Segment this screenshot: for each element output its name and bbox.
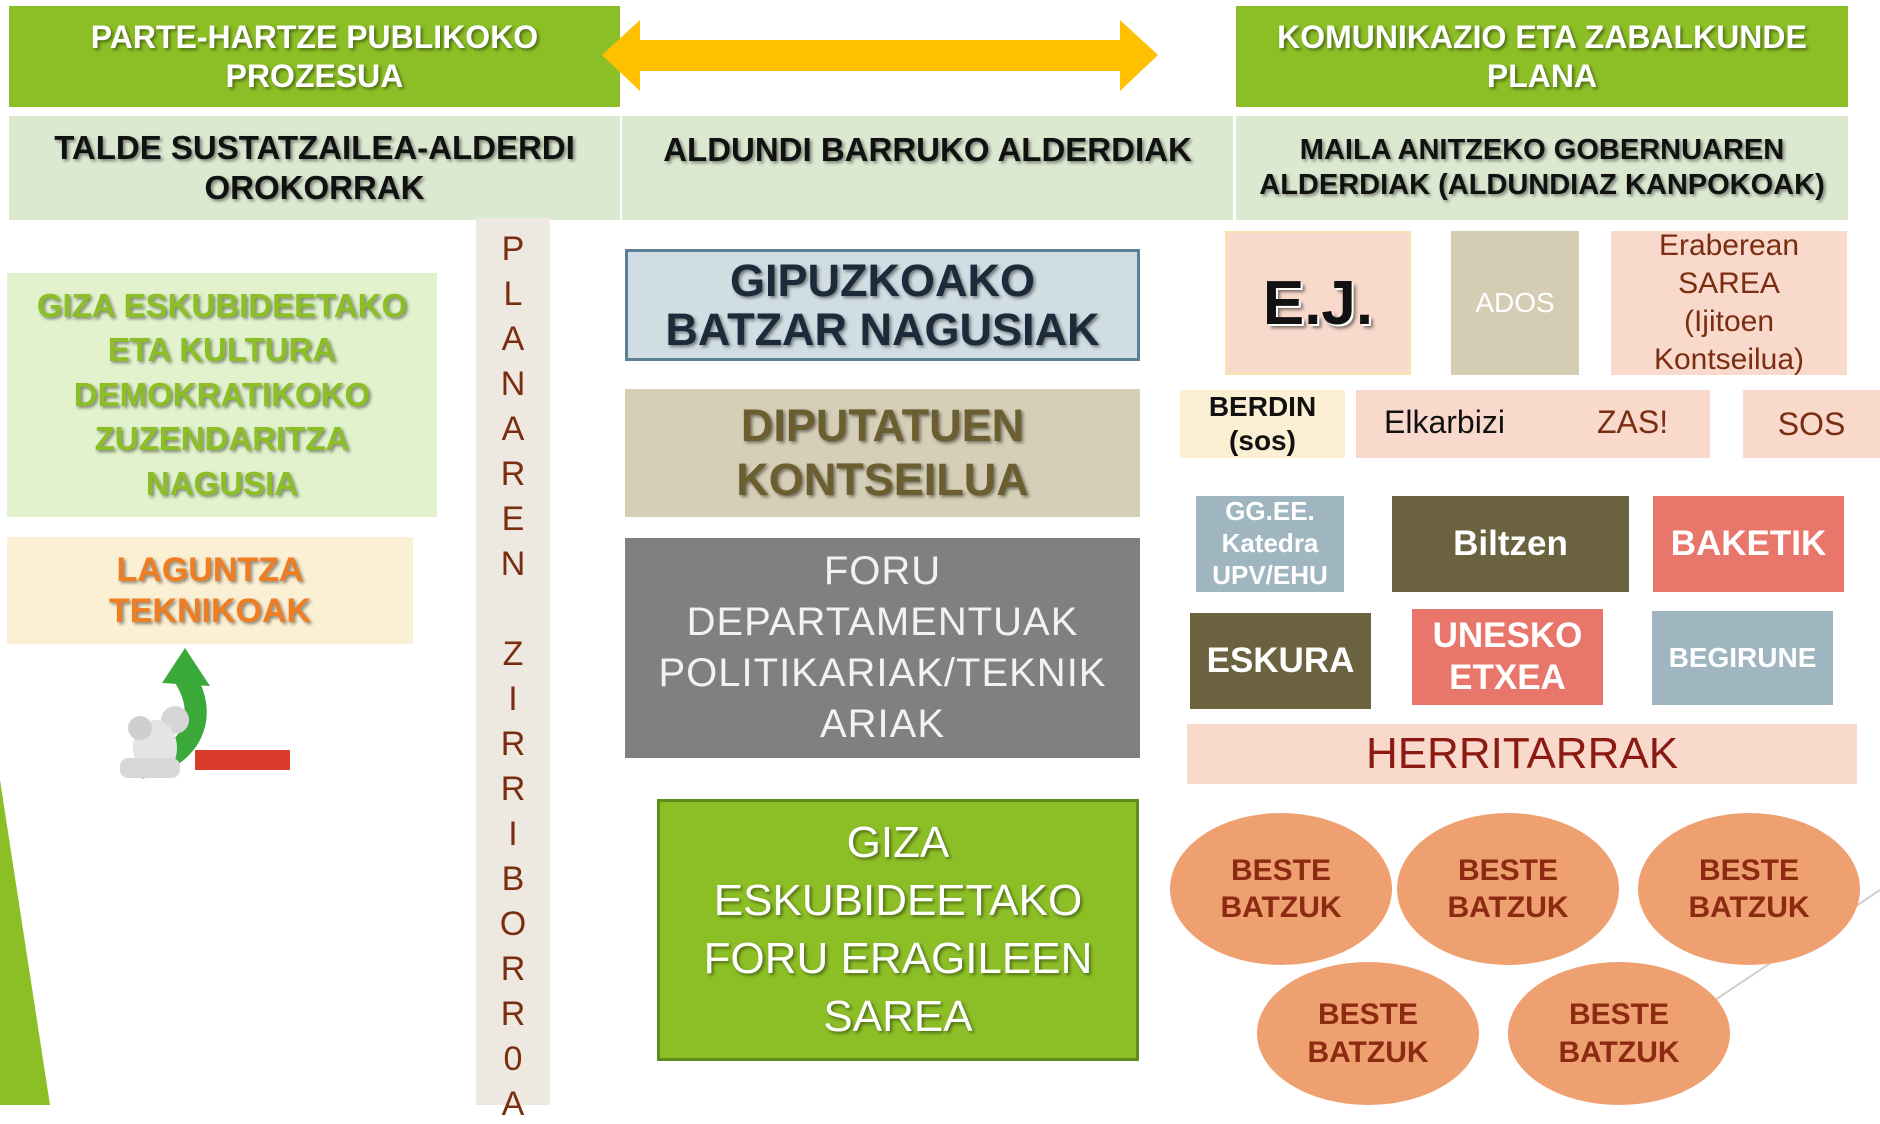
header-left-label: PARTE-HARTZE PUBLIKOKO PROZESUA (90, 19, 539, 94)
column-header-external: MAILA ANITZEKO GOBERNUAREN ALDERDIAK (AL… (1236, 116, 1848, 220)
beste-batzuk-oval: BESTE BATZUK (1257, 962, 1479, 1105)
header-right-label: KOMUNIKAZIO ETA ZABALKUNDE PLANA (1277, 19, 1807, 94)
column-header-internal: ALDUNDI BARRUKO ALDERDIAK (622, 116, 1233, 220)
vertical-letter: N (500, 365, 526, 403)
double-arrow-icon (602, 20, 1158, 91)
vertical-letter: I (508, 680, 518, 718)
eskura-box: ESKURA (1190, 613, 1371, 709)
column-header-promoters-label: TALDE SUSTATZAILEA-ALDERDI OROKORRAK (54, 129, 575, 206)
herritarrak-label: HERRITARRAK (1365, 729, 1679, 778)
zas-label: ZAS! (1597, 404, 1669, 440)
batzar-nagusiak-label: GIPUZKOAKO BATZAR NAGUSIAK (665, 254, 1100, 355)
vertical-letter: R (500, 950, 526, 988)
gg-katedra-label: GG.EE. Katedra UPV/EHU (1212, 496, 1328, 590)
beste-batzuk-label: BESTE BATZUK (1220, 853, 1342, 925)
vertical-letter: O (499, 905, 527, 943)
beste-batzuk-label: BESTE BATZUK (1558, 998, 1680, 1069)
foru-departamentuak-label: FORU DEPARTAMENTUAK POLITIKARIAK/TEKNIK … (658, 548, 1107, 747)
begirune-box: BEGIRUNE (1652, 611, 1833, 705)
beste-batzuk-label: BESTE BATZUK (1447, 853, 1569, 925)
vertical-letter: E (501, 500, 525, 538)
foru-eragileen-sarea-box: GIZA ESKUBIDEETAKO FORU ERAGILEEN SAREA (657, 799, 1139, 1061)
ados-label: ADOS (1475, 287, 1555, 318)
column-header-promoters: TALDE SUSTATZAILEA-ALDERDI OROKORRAK (9, 116, 620, 220)
diputatuen-kontseilua-box: DIPUTATUEN KONTSEILUA (625, 389, 1140, 517)
eraberean-sarea-label: Eraberean SAREA (Ijitoen Kontseilua) (1653, 228, 1805, 377)
gg-katedra-box: GG.EE. Katedra UPV/EHU (1196, 496, 1344, 592)
foru-departamentuak-box: FORU DEPARTAMENTUAK POLITIKARIAK/TEKNIK … (625, 538, 1140, 758)
column-header-external-label: MAILA ANITZEKO GOBERNUAREN ALDERDIAK (AL… (1259, 134, 1825, 201)
growth-arrow-figure-icon (120, 648, 290, 779)
eskura-label: ESKURA (1206, 641, 1355, 680)
unesko-etxea-label: UNESKO ETXEA (1432, 616, 1583, 697)
elkarbizi-label: Elkarbizi (1384, 404, 1505, 440)
ados-box: ADOS (1451, 231, 1579, 375)
vertical-letter: A (501, 410, 525, 448)
vertical-letter: I (508, 815, 518, 853)
giza-eskubideetako-label: GIZA ESKUBIDEETAKO ETA KULTURA DEMOKRATI… (36, 286, 408, 502)
berdin-label: BERDIN (sos) (1208, 391, 1317, 456)
vertical-letter: N (500, 545, 526, 583)
vertical-letter: L (503, 275, 523, 313)
herritarrak-box: HERRITARRAK (1187, 724, 1857, 784)
begirune-label: BEGIRUNE (1668, 642, 1817, 673)
baketik-label: BAKETIK (1670, 524, 1827, 563)
beste-batzuk-oval: BESTE BATZUK (1638, 813, 1860, 965)
ej-label: E.J. (1262, 268, 1374, 338)
vertical-letter: P (501, 230, 525, 268)
ej-box: E.J. (1225, 231, 1411, 375)
header-left-process: PARTE-HARTZE PUBLIKOKO PROZESUA (9, 6, 620, 107)
baketik-box: BAKETIK (1653, 496, 1844, 592)
column-header-internal-label: ALDUNDI BARRUKO ALDERDIAK (663, 131, 1192, 168)
beste-batzuk-oval: BESTE BATZUK (1508, 962, 1730, 1105)
beste-batzuk-label: BESTE BATZUK (1688, 853, 1810, 925)
sos-box: SOS (1743, 390, 1880, 458)
unesko-etxea-box: UNESKO ETXEA (1412, 609, 1603, 705)
vertical-letter: 0 (503, 1040, 523, 1078)
laguntza-teknikoak-box: LAGUNTZA TEKNIKOAK (7, 537, 413, 644)
vertical-letter: R (500, 770, 526, 808)
batzar-nagusiak-box: GIPUZKOAKO BATZAR NAGUSIAK (625, 249, 1140, 361)
diputatuen-kontseilua-label: DIPUTATUEN KONTSEILUA (736, 400, 1029, 505)
vertical-letter: Z (502, 635, 524, 673)
header-right-plan: KOMUNIKAZIO ETA ZABALKUNDE PLANA (1236, 6, 1848, 107)
vertical-letter: B (501, 860, 525, 898)
beste-batzuk-oval: BESTE BATZUK (1397, 813, 1619, 965)
sos-label: SOS (1777, 405, 1846, 442)
berdin-box: BERDIN (sos) (1180, 390, 1345, 458)
vertical-letter: A (501, 320, 525, 358)
foru-eragileen-sarea-label: GIZA ESKUBIDEETAKO FORU ERAGILEEN SAREA (703, 817, 1093, 1042)
giza-eskubideetako-box: GIZA ESKUBIDEETAKO ETA KULTURA DEMOKRATI… (7, 273, 437, 517)
laguntza-teknikoak-label: LAGUNTZA TEKNIKOAK (108, 550, 312, 630)
biltzen-label: Biltzen (1453, 524, 1568, 563)
biltzen-box: Biltzen (1392, 496, 1629, 592)
vertical-letter: R (500, 995, 526, 1033)
beste-batzuk-oval: BESTE BATZUK (1170, 813, 1392, 965)
elkarbizi-zas-box (1356, 390, 1710, 458)
left-wedge-decoration (0, 780, 50, 1105)
beste-batzuk-label: BESTE BATZUK (1307, 998, 1429, 1069)
vertical-letter: R (500, 455, 526, 493)
vertical-letter: R (500, 725, 526, 763)
eraberean-sarea-box: Eraberean SAREA (Ijitoen Kontseilua) (1611, 229, 1847, 376)
